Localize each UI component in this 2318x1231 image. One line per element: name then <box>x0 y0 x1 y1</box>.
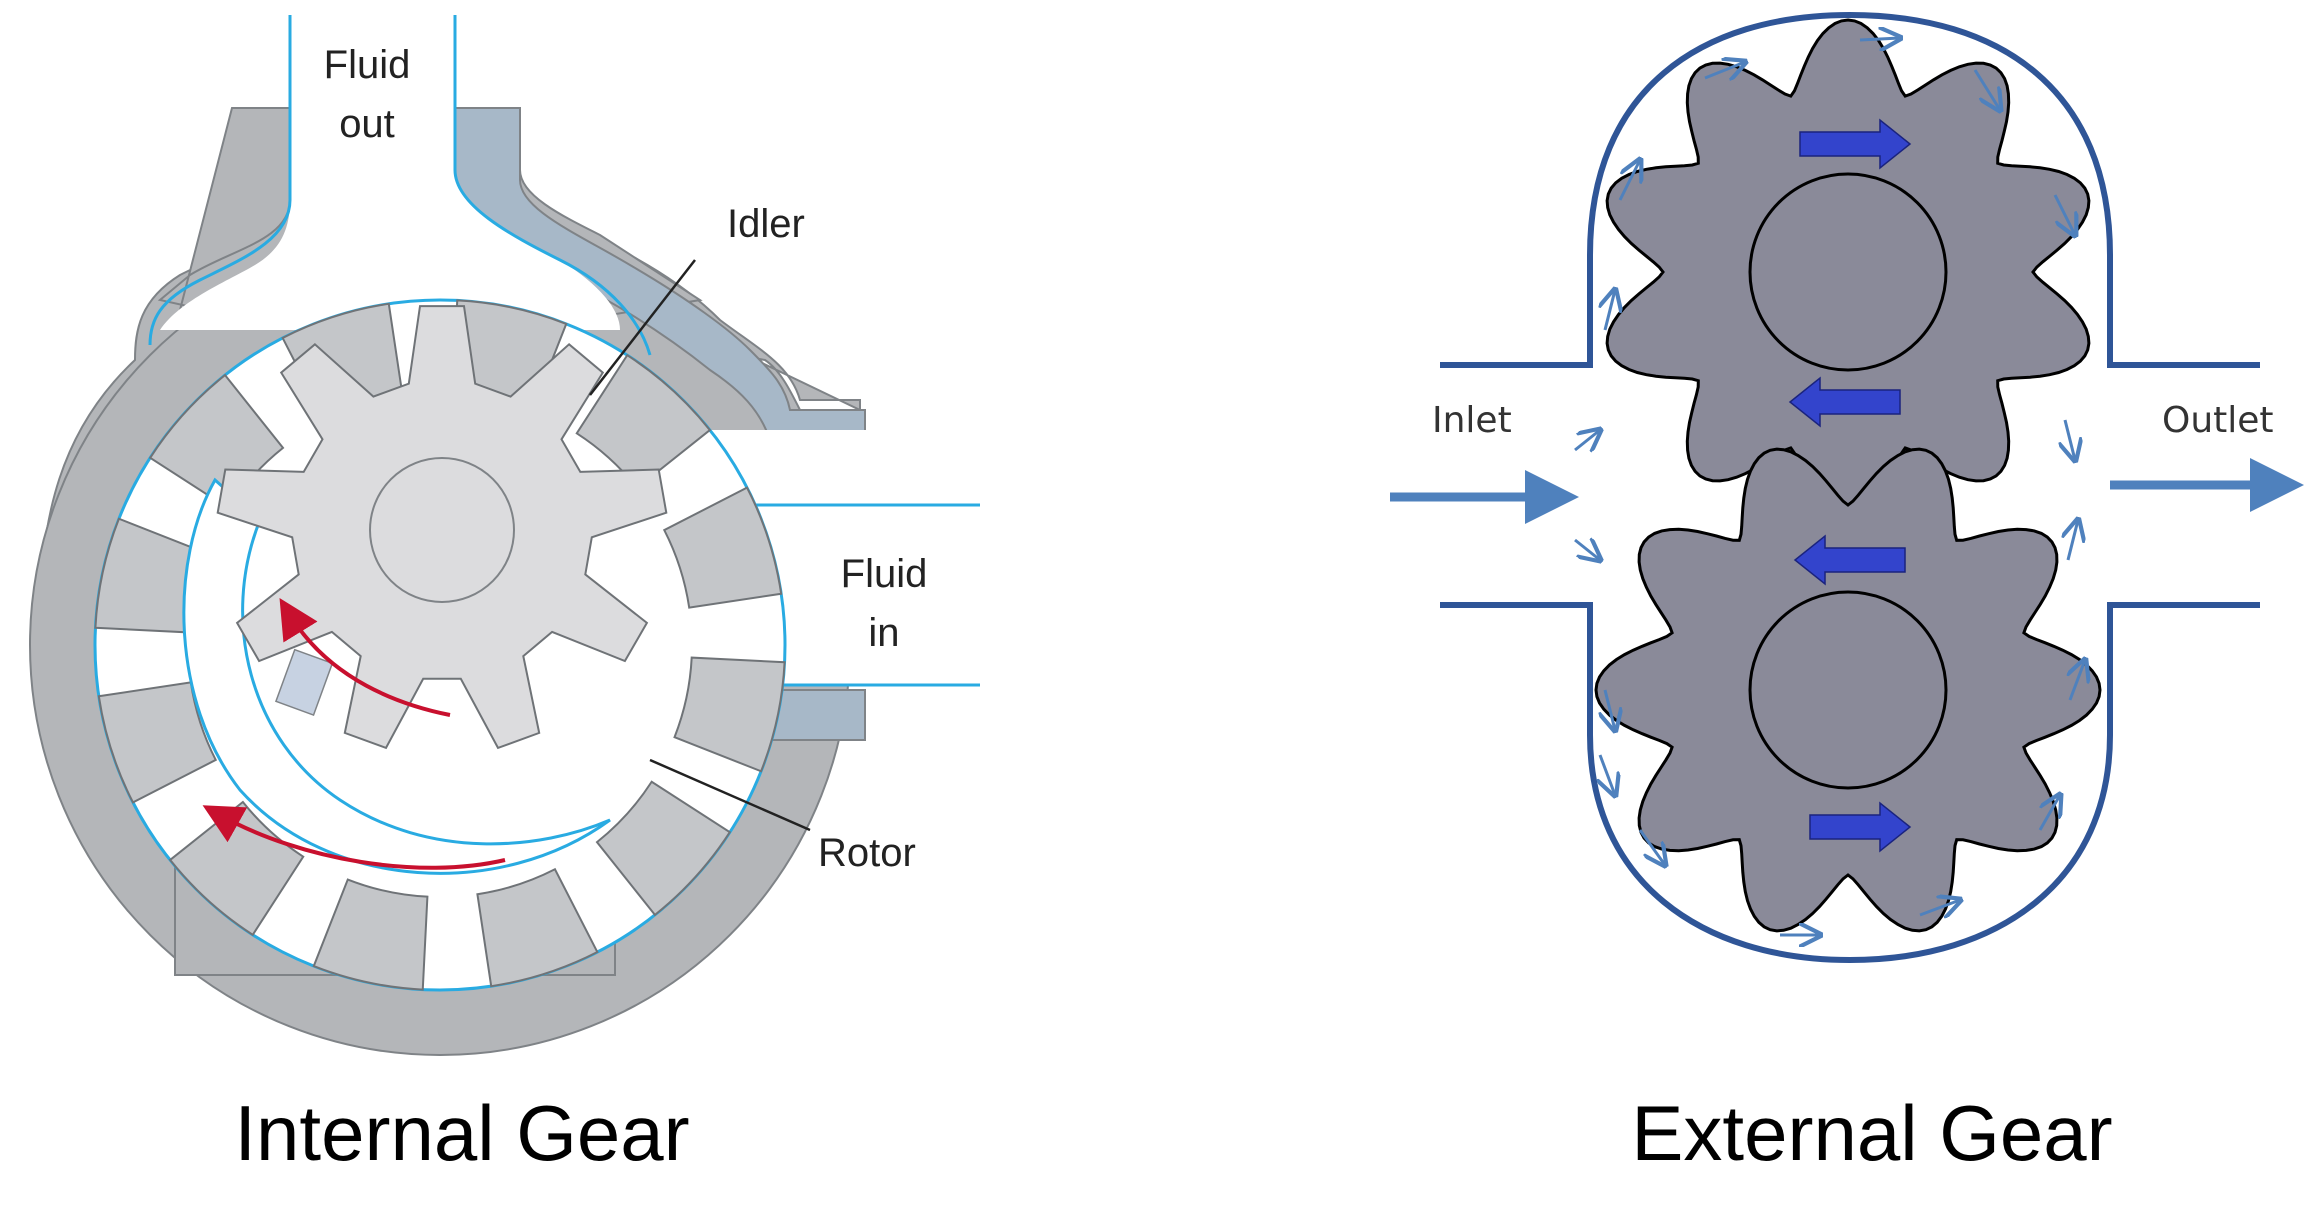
rotor-leader-line <box>649 758 811 832</box>
flow-arrow <box>1618 160 1640 201</box>
internal-gear-caption: Internal Gear <box>234 1089 689 1177</box>
flow-arrow <box>1919 900 1960 915</box>
idler-leader-line <box>589 259 696 396</box>
flow-arrow <box>1574 430 1600 450</box>
flow-arrow <box>1973 69 2000 110</box>
bottom-gear-shaft <box>1748 590 1948 790</box>
bottom-gear-rotation-arrow-left <box>1793 534 1906 586</box>
flow-arrow <box>1638 829 1665 865</box>
rotor-tooth <box>595 780 732 917</box>
fluid-outlet-line-left <box>148 15 292 346</box>
rotor-label: Rotor <box>818 831 916 875</box>
top-gear-rotation-arrow-right <box>1799 118 1912 170</box>
flow-arrow <box>1600 754 1615 795</box>
bottom-gear-rotation-arrow-right <box>1809 801 1912 853</box>
flow-arrow <box>2053 194 2075 235</box>
rotor-tooth <box>673 656 786 773</box>
flow-arrow <box>1605 689 1615 730</box>
flow-arrow <box>2070 660 2085 701</box>
flow-arrow <box>2038 795 2060 831</box>
rotor-tooth <box>575 353 712 490</box>
flow-arrow <box>1605 290 1615 331</box>
fluid-in-label-line2: in <box>868 611 899 655</box>
idler-gap-shade <box>274 648 334 716</box>
rotor-rotation-arrow <box>202 805 506 870</box>
fluid-flow-arrows <box>1574 38 2085 935</box>
idler-rotation-arrow <box>279 597 451 717</box>
top-gear-rotation-arrow-left <box>1788 376 1901 428</box>
top-gear-shaft <box>1748 172 1948 372</box>
outlet-label: Outlet <box>2162 400 2274 441</box>
rotor-tooth <box>97 681 218 804</box>
idler-label: Idler <box>727 202 805 246</box>
external-gear-caption: External Gear <box>1631 1089 2112 1177</box>
internal-gear-pump: Fluid out Idler Fluid in Rotor <box>29 15 980 1056</box>
rotor-teeth <box>94 299 786 991</box>
external-pump-casing <box>1440 11 2260 964</box>
flow-arrow <box>1704 62 1745 78</box>
idler-hub <box>369 457 515 603</box>
rotor-tooth <box>662 486 783 609</box>
flow-arrow <box>1574 540 1600 560</box>
fluid-outlet-channel <box>160 15 620 330</box>
rotor-tooth <box>312 878 429 991</box>
fluid-out-label-line2: out <box>339 102 395 146</box>
rotor-tooth <box>476 867 599 988</box>
fluid-outlet-line-right <box>453 15 652 356</box>
fluid-out-label-line1: Fluid <box>324 43 411 87</box>
flow-arrow <box>2068 520 2078 561</box>
inlet-label: Inlet <box>1432 400 1512 441</box>
flow-arrow <box>1859 38 1900 40</box>
flow-arrow <box>2065 419 2075 460</box>
fluid-in-label-line1: Fluid <box>841 552 928 596</box>
crescent <box>182 477 611 875</box>
external-gear-pump: Inlet Outlet <box>1390 11 2304 964</box>
